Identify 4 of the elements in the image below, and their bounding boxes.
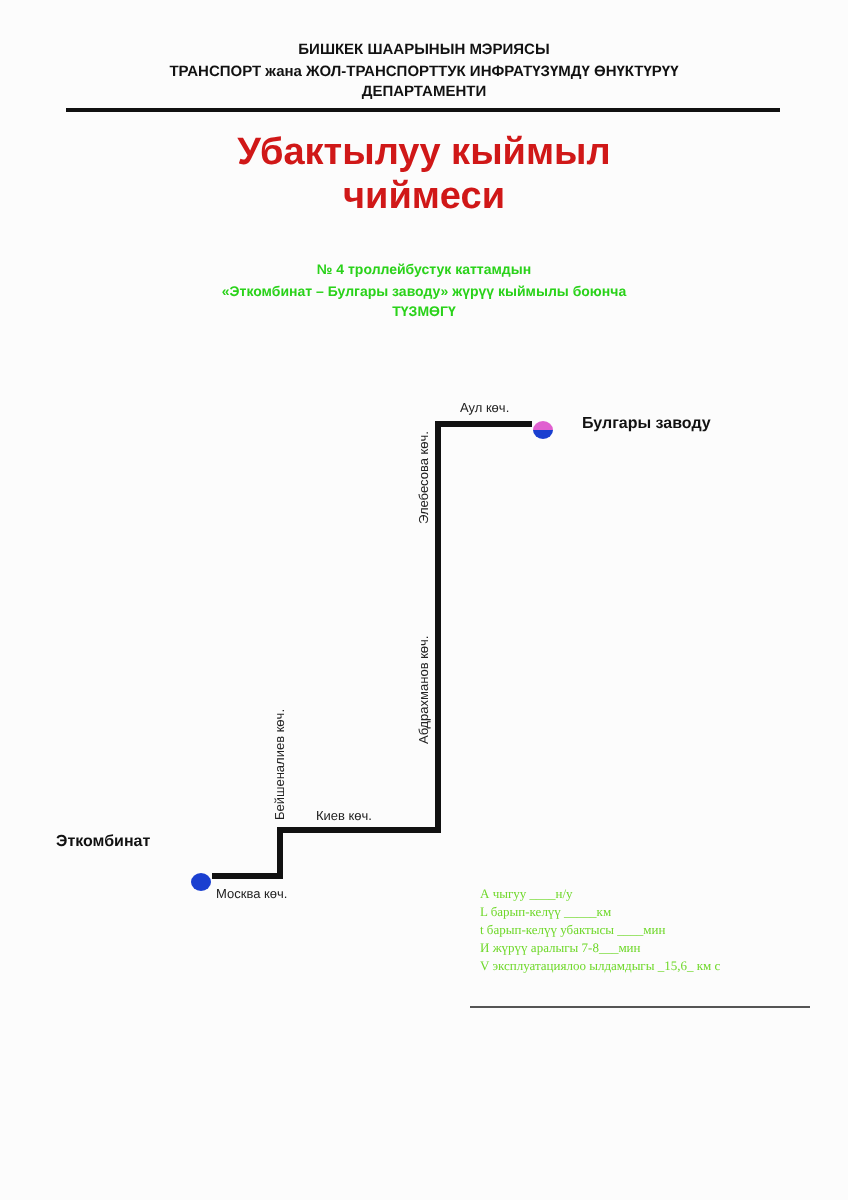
title: Убактылуу кыймыл чиймеси bbox=[235, 132, 613, 220]
stop-name: Эткомбинат bbox=[56, 832, 151, 850]
stop-name: Булгары заводу bbox=[582, 414, 711, 432]
route-line bbox=[212, 421, 532, 879]
